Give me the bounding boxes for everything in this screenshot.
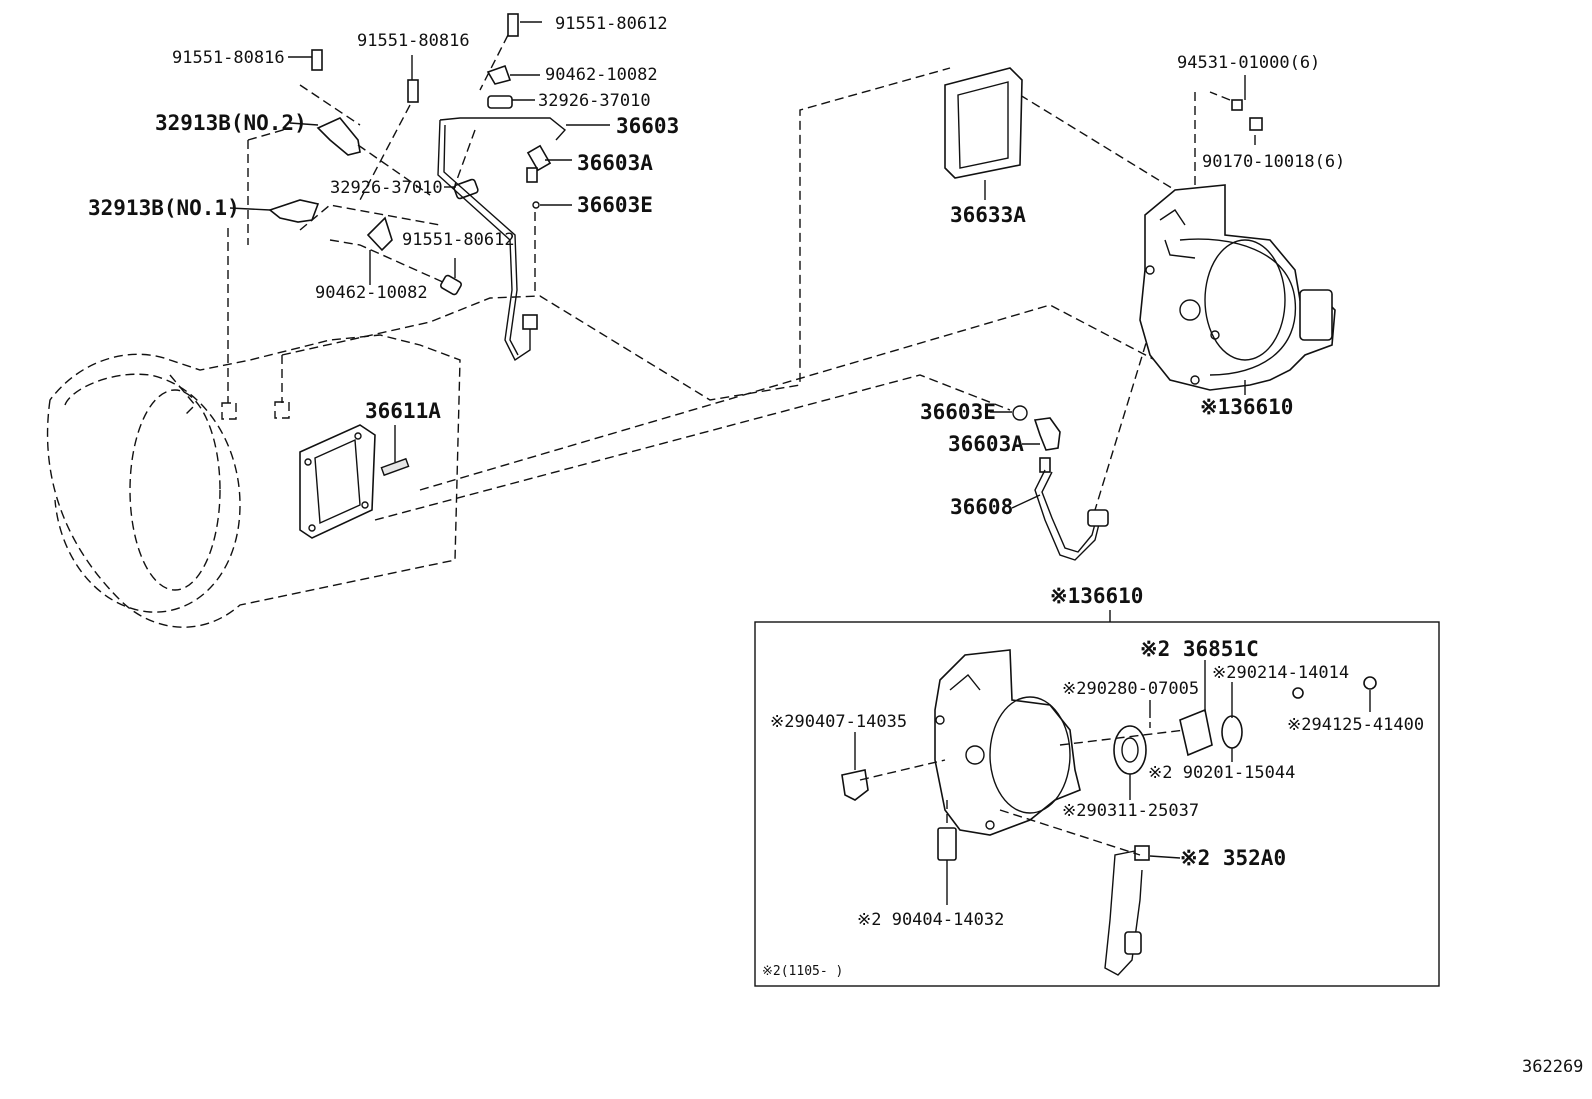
label-date-note: ※2(1105- ) bbox=[762, 964, 843, 979]
label-90170-10018: 90170-10018(6) bbox=[1202, 152, 1345, 172]
label-36610-a: ※136610 bbox=[1200, 395, 1293, 419]
label-36603: 36603 bbox=[616, 114, 679, 138]
label-36608: 36608 bbox=[950, 495, 1013, 519]
label-36851C: ※2 36851C bbox=[1140, 637, 1259, 661]
label-90404-14032: ※2 90404-14032 bbox=[857, 910, 1004, 930]
label-91551-80816-b: 91551-80816 bbox=[357, 31, 470, 51]
label-36603E-b: 36603E bbox=[920, 400, 996, 424]
leader-lines bbox=[229, 21, 1371, 905]
label-94125-41400: ※294125-41400 bbox=[1287, 715, 1424, 735]
upper-brackets bbox=[247, 13, 519, 296]
label-36633A: 36633A bbox=[950, 203, 1026, 227]
label-90407-14035: ※290407-14035 bbox=[770, 712, 907, 732]
pto-unit-top bbox=[1139, 99, 1336, 391]
gasket-36633A bbox=[944, 67, 1023, 179]
pipe-36608 bbox=[1012, 405, 1109, 561]
label-90462-10082-b: 90462-10082 bbox=[315, 283, 428, 303]
transmission-housing bbox=[46, 228, 461, 628]
label-32913B-no2: 32913B(NO.2) bbox=[155, 111, 307, 135]
label-91551-80816-a: 91551-80816 bbox=[172, 48, 285, 68]
pto-mount-plate bbox=[299, 424, 410, 539]
diagram-id: 362269 bbox=[1522, 1057, 1583, 1077]
label-90201-15044: ※2 90201-15044 bbox=[1148, 763, 1295, 783]
label-36603A-b: 36603A bbox=[948, 432, 1024, 456]
label-91551-80612-a: 91551-80612 bbox=[555, 14, 668, 34]
label-36603A-a: 36603A bbox=[577, 151, 653, 175]
label-90462-10082-a: 90462-10082 bbox=[545, 65, 658, 85]
detail-box bbox=[754, 610, 1440, 987]
label-91551-80612-b: 91551-80612 bbox=[402, 230, 515, 250]
label-36611A: 36611A bbox=[365, 399, 441, 423]
label-94531-01000: 94531-01000(6) bbox=[1177, 53, 1320, 73]
label-32926-37010-a: 32926-37010 bbox=[538, 91, 651, 111]
label-352A0: ※2 352A0 bbox=[1180, 846, 1286, 870]
connector-lines bbox=[281, 67, 1231, 521]
label-90214-14014: ※290214-14014 bbox=[1212, 663, 1349, 683]
label-32913B-no1: 32913B(NO.1) bbox=[88, 196, 240, 220]
label-90280-07005: ※290280-07005 bbox=[1062, 679, 1199, 699]
label-32926-37010-b: 32926-37010 bbox=[330, 178, 443, 198]
label-90311-25037: ※290311-25037 bbox=[1062, 801, 1199, 821]
label-36610-b: ※136610 bbox=[1050, 584, 1143, 608]
pipe-36603 bbox=[437, 117, 567, 362]
label-36603E-a: 36603E bbox=[577, 193, 653, 217]
